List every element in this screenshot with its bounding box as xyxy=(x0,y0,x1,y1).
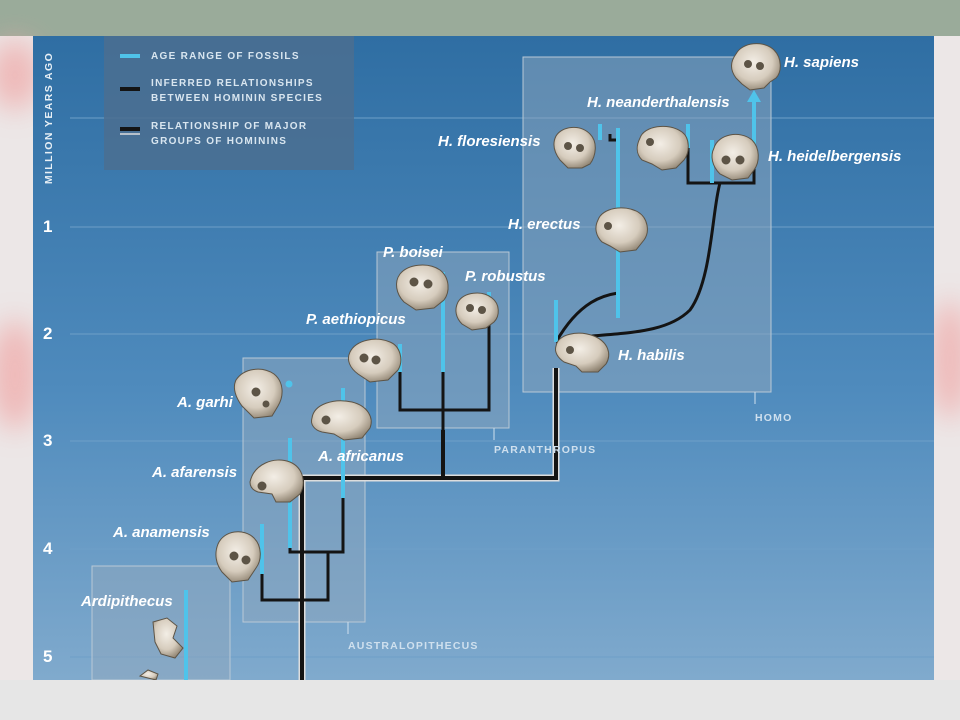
p-aethiopicus-skull-icon xyxy=(347,338,402,383)
slide-bottom-background xyxy=(0,680,960,720)
group-label-australopithecus: AUSTRALOPITHECUS xyxy=(348,640,479,652)
inferred-late-homo-branch xyxy=(555,182,722,344)
group-label-paranthropus: PARANTHROPUS xyxy=(494,444,597,456)
a-afarensis-skull-icon xyxy=(249,459,304,503)
slide-top-bar xyxy=(0,0,960,36)
ardipithecus-fossil-icon xyxy=(138,617,184,681)
label-p-aethiopicus: P. aethiopicus xyxy=(306,311,406,328)
a-garhi-skull-icon xyxy=(233,368,283,419)
label-a-afarensis: A. afarensis xyxy=(152,464,238,481)
group-label-homo: HOMO xyxy=(755,412,793,424)
inferred-floresiensis-hook xyxy=(608,134,618,142)
h-erectus-skull-icon xyxy=(595,207,648,253)
label-h-sapiens: H. sapiens xyxy=(784,54,860,71)
label-p-boisei: P. boisei xyxy=(383,244,443,261)
legend-inferred-line1: INFERRED RELATIONSHIPS xyxy=(151,78,314,89)
label-h-floresiensis: H. floresiensis xyxy=(438,133,541,150)
label-h-neanderthalensis: H. neanderthalensis xyxy=(587,94,730,111)
label-h-heidelbergensis: H. heidelbergensis xyxy=(768,148,902,165)
range-a-garhi xyxy=(285,380,293,388)
h-sapiens-skull-icon xyxy=(731,43,781,91)
h-floresiensis-skull-icon xyxy=(553,127,596,169)
y-axis-label: MILLION YEARS AGO xyxy=(43,51,55,185)
y-axis-title: MILLION YEARS AGO xyxy=(43,40,55,196)
h-neanderthalensis-skull-icon xyxy=(636,125,689,171)
major-group-line xyxy=(300,368,558,680)
legend-item-major: RELATIONSHIP OF MAJOR GROUPS OF HOMININS xyxy=(151,119,307,149)
legend-major-line1: RELATIONSHIP OF MAJOR xyxy=(151,121,308,132)
a-anamensis-skull-icon xyxy=(215,531,261,583)
inferred-africanus-line xyxy=(328,498,345,554)
p-boisei-skull-icon xyxy=(396,264,449,311)
y-tick-1: 1 xyxy=(43,217,53,236)
p-robustus-skull-icon xyxy=(455,292,499,331)
label-a-anamensis: A. anamensis xyxy=(113,524,210,541)
legend-major-line2: GROUPS OF HOMININS xyxy=(151,136,288,147)
sapiens-arrow-icon xyxy=(747,90,761,102)
inferred-australopithecus-lines xyxy=(260,548,330,602)
a-africanus-skull-icon xyxy=(311,400,372,441)
legend-age-line1: AGE RANGE OF FOSSILS xyxy=(151,51,300,62)
label-a-africanus: A. africanus xyxy=(318,448,404,465)
inferred-erectus-branch xyxy=(554,291,619,343)
label-ardipithecus: Ardipithecus xyxy=(81,593,173,610)
legend-item-inferred: INFERRED RELATIONSHIPS BETWEEN HOMININ S… xyxy=(151,76,323,106)
y-tick-4: 4 xyxy=(43,539,53,558)
label-h-erectus: H. erectus xyxy=(508,216,581,233)
y-tick-3: 3 xyxy=(43,431,53,450)
legend-item-age: AGE RANGE OF FOSSILS xyxy=(151,49,300,64)
y-tick-5: 5 xyxy=(43,647,53,666)
h-habilis-skull-icon xyxy=(555,332,610,373)
legend-panel xyxy=(104,36,354,170)
background-blur-decoration xyxy=(930,300,960,420)
y-tick-2: 2 xyxy=(43,324,53,343)
label-h-habilis: H. habilis xyxy=(618,347,685,364)
label-a-garhi: A. garhi xyxy=(177,394,233,411)
legend-inferred-line2: BETWEEN HOMININ SPECIES xyxy=(151,93,324,104)
h-heidelbergensis-skull-icon xyxy=(711,133,759,181)
label-p-robustus: P. robustus xyxy=(465,268,546,285)
